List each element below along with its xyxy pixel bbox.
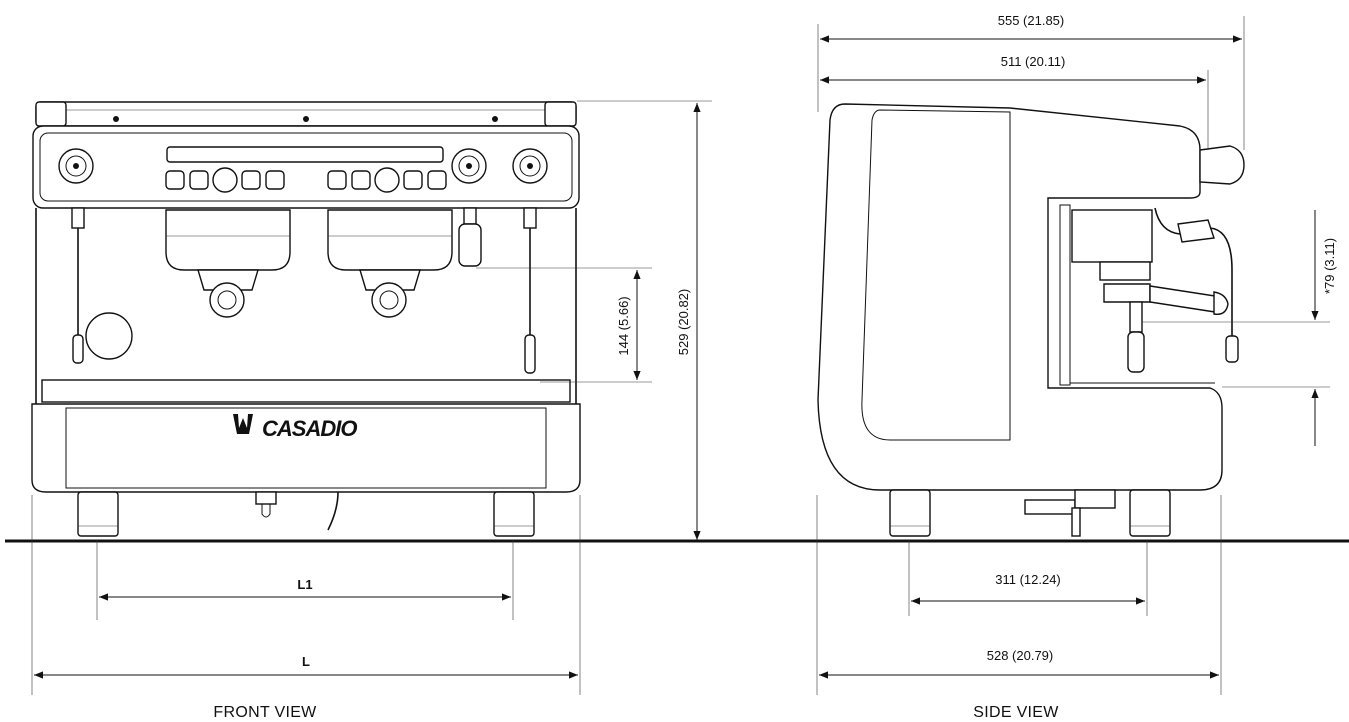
dim-total-height: 529 (20.82) bbox=[676, 289, 691, 356]
dim-l: L bbox=[302, 654, 310, 669]
dim-body-depth: 511 (20.11) bbox=[1001, 54, 1066, 69]
dim-base-depth: 528 (20.79) bbox=[987, 648, 1054, 663]
front-dimensions: 529 (20.82) 144 (5.66) L1 L bbox=[31, 100, 712, 695]
front-view-label: FRONT VIEW bbox=[213, 704, 317, 721]
side-view-machine bbox=[817, 103, 1245, 537]
casadio-logo-icon bbox=[233, 414, 253, 434]
side-dimensions: 555 (21.85) 511 (20.11) *79 (3.11) 311 (… bbox=[816, 13, 1337, 695]
front-view-machine: CASADIO bbox=[31, 101, 581, 537]
dim-spout-height: *79 (3.11) bbox=[1322, 238, 1337, 294]
brand-name: CASADIO bbox=[262, 416, 357, 441]
dim-l1: L1 bbox=[297, 577, 312, 592]
dim-feet-spacing: 311 (12.24) bbox=[995, 572, 1061, 587]
dim-group-height: 144 (5.66) bbox=[616, 296, 631, 355]
side-view-label: SIDE VIEW bbox=[973, 704, 1059, 721]
dim-overall-depth: 555 (21.85) bbox=[998, 13, 1065, 28]
